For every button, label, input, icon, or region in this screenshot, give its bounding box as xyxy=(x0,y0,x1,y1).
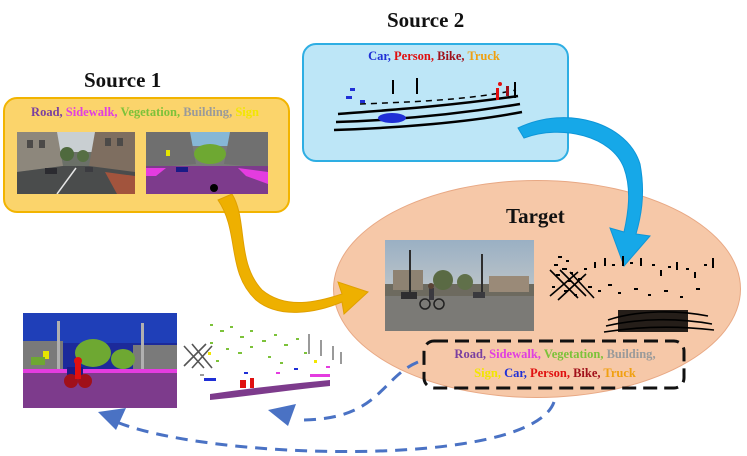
source2-title: Source 2 xyxy=(387,8,465,32)
target-label-sign: Sign xyxy=(474,366,498,380)
target-label-road: Road xyxy=(454,347,483,361)
target-label-bike: Bike xyxy=(573,366,598,380)
blue-transfer-arrow xyxy=(517,117,651,267)
label-separator: , xyxy=(566,366,574,380)
label-separator: , xyxy=(229,105,236,119)
label-separator: , xyxy=(482,347,490,361)
dashed-arrow-head-pointcloud xyxy=(268,404,296,426)
source1-segmentation-map xyxy=(146,132,268,194)
target-title: Target xyxy=(506,204,565,228)
source2-label-bike: Bike xyxy=(437,49,462,63)
label-separator: , xyxy=(59,105,66,119)
target-label-truck: Truck xyxy=(603,366,636,380)
label-separator: , xyxy=(497,366,505,380)
target-class-labels-line2: Sign, Car, Person, Bike, Truck xyxy=(428,366,682,381)
source2-lidar-scan xyxy=(333,78,523,132)
dashed-arrow-head-segmentation xyxy=(98,408,126,430)
source1-class-labels: Road, Sidewalk, Vegetation, Building, Si… xyxy=(6,105,284,120)
source1-title: Source 1 xyxy=(84,68,162,92)
source2-label-person: Person xyxy=(394,49,431,63)
label-separator: , xyxy=(176,105,184,119)
source1-label-road: Road xyxy=(31,105,60,119)
source1-label-sign: Sign xyxy=(235,105,259,119)
label-separator: , xyxy=(537,347,544,361)
output-segmentation-map xyxy=(23,313,177,408)
target-label-building: Building xyxy=(606,347,653,361)
label-separator: , xyxy=(523,366,530,380)
dashed-arrow-to-pointcloud xyxy=(299,360,419,422)
label-separator: , xyxy=(597,366,604,380)
source2-panel xyxy=(302,43,569,162)
source2-class-labels: Car, Person, Bike, Truck xyxy=(304,49,564,64)
output-lidar-segmentation xyxy=(183,324,342,400)
target-lidar-scan xyxy=(549,256,715,333)
target-label-person: Person xyxy=(530,366,567,380)
target-label-vegetation: Vegetation xyxy=(543,347,601,361)
dashed-arrow-to-segmentation xyxy=(111,401,556,454)
source2-label-truck: Truck xyxy=(467,49,500,63)
target-label-sidewalk: Sidewalk xyxy=(489,347,538,361)
target-label-car: Car xyxy=(504,366,524,380)
source1-label-building: Building xyxy=(183,105,230,119)
label-separator: , xyxy=(387,49,395,63)
label-separator: , xyxy=(461,49,468,63)
target-class-labels-line1: Road, Sidewalk, Vegetation, Building, xyxy=(428,347,682,362)
source1-street-photo xyxy=(17,132,135,194)
target-labels-box xyxy=(422,339,686,390)
source2-label-car: Car xyxy=(368,49,388,63)
target-street-photo xyxy=(385,240,534,331)
label-separator: , xyxy=(114,105,121,119)
label-separator: , xyxy=(600,347,607,361)
source1-label-vegetation: Vegetation xyxy=(120,105,177,119)
source1-label-sidewalk: Sidewalk xyxy=(65,105,115,119)
label-separator: , xyxy=(652,347,656,361)
gold-transfer-arrow xyxy=(217,193,369,315)
label-separator: , xyxy=(430,49,438,63)
